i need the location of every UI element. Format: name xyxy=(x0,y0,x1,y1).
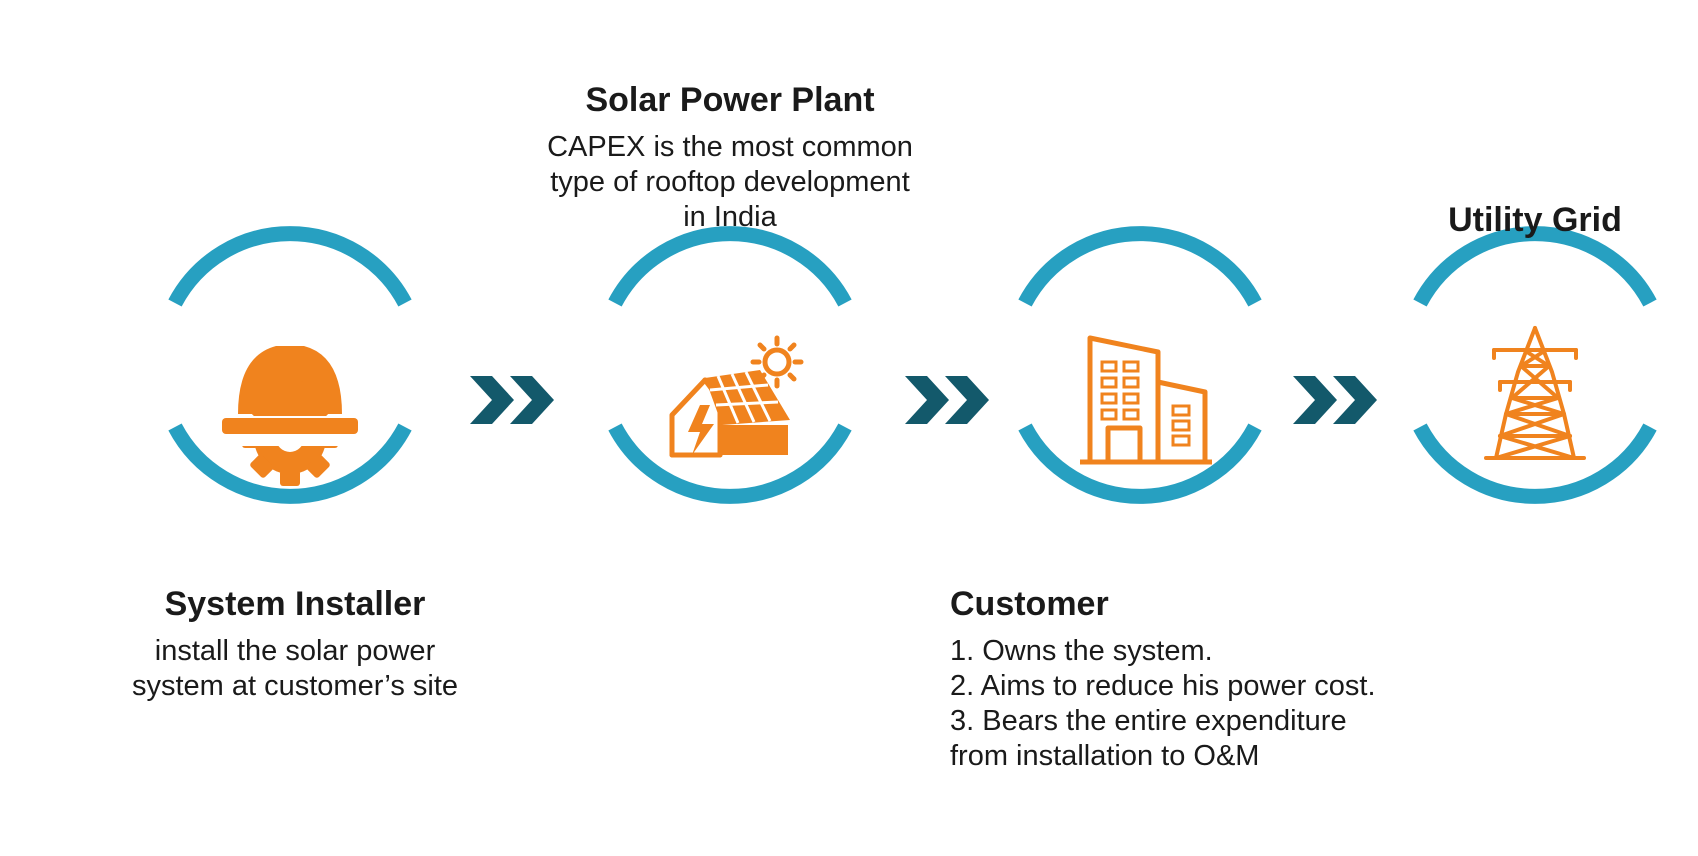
ring-solar-power-plant xyxy=(615,234,845,497)
stage-description: CAPEX is the most common type of rooftop… xyxy=(530,130,930,235)
description-line: 3. Bears the entire expenditure xyxy=(950,705,1347,737)
stage-title: System Installer xyxy=(164,585,426,623)
description-line: 1. Owns the system. xyxy=(950,635,1213,667)
flow-arrow-3 xyxy=(1293,376,1377,424)
description-line: system at customer’s site xyxy=(131,670,459,702)
stage-description: install the solar power system at custom… xyxy=(90,634,500,704)
flow-arrow-1 xyxy=(470,376,554,424)
description-line: 2. Aims to reduce his power cost. xyxy=(950,670,1376,702)
description-line: in India xyxy=(683,201,777,233)
description-line: from installation to O&M xyxy=(950,740,1260,772)
solar-roof-icon xyxy=(669,335,804,458)
stage-title: Solar Power Plant xyxy=(585,81,875,119)
stage-system-installer: System Installer install the solar power… xyxy=(90,584,500,704)
flow-arrow-2 xyxy=(905,376,989,424)
stage-description: 1. Owns the system. 2. Aims to reduce hi… xyxy=(950,634,1470,774)
description-line: type of rooftop development xyxy=(550,166,910,198)
stage-utility-grid: Utility Grid xyxy=(1400,200,1670,240)
description-line: CAPEX is the most common xyxy=(547,131,913,163)
stage-title: Customer xyxy=(950,585,1109,623)
building-icon xyxy=(1080,335,1212,465)
stage-customer: Customer 1. Owns the system. 2. Aims to … xyxy=(950,584,1470,774)
hardhat-gear-icon xyxy=(222,346,358,486)
stage-title: Utility Grid xyxy=(1448,201,1622,239)
transmission-tower-icon xyxy=(1484,326,1586,460)
stage-solar-power-plant: Solar Power Plant CAPEX is the most comm… xyxy=(530,80,930,235)
description-line: install the solar power xyxy=(154,635,436,667)
